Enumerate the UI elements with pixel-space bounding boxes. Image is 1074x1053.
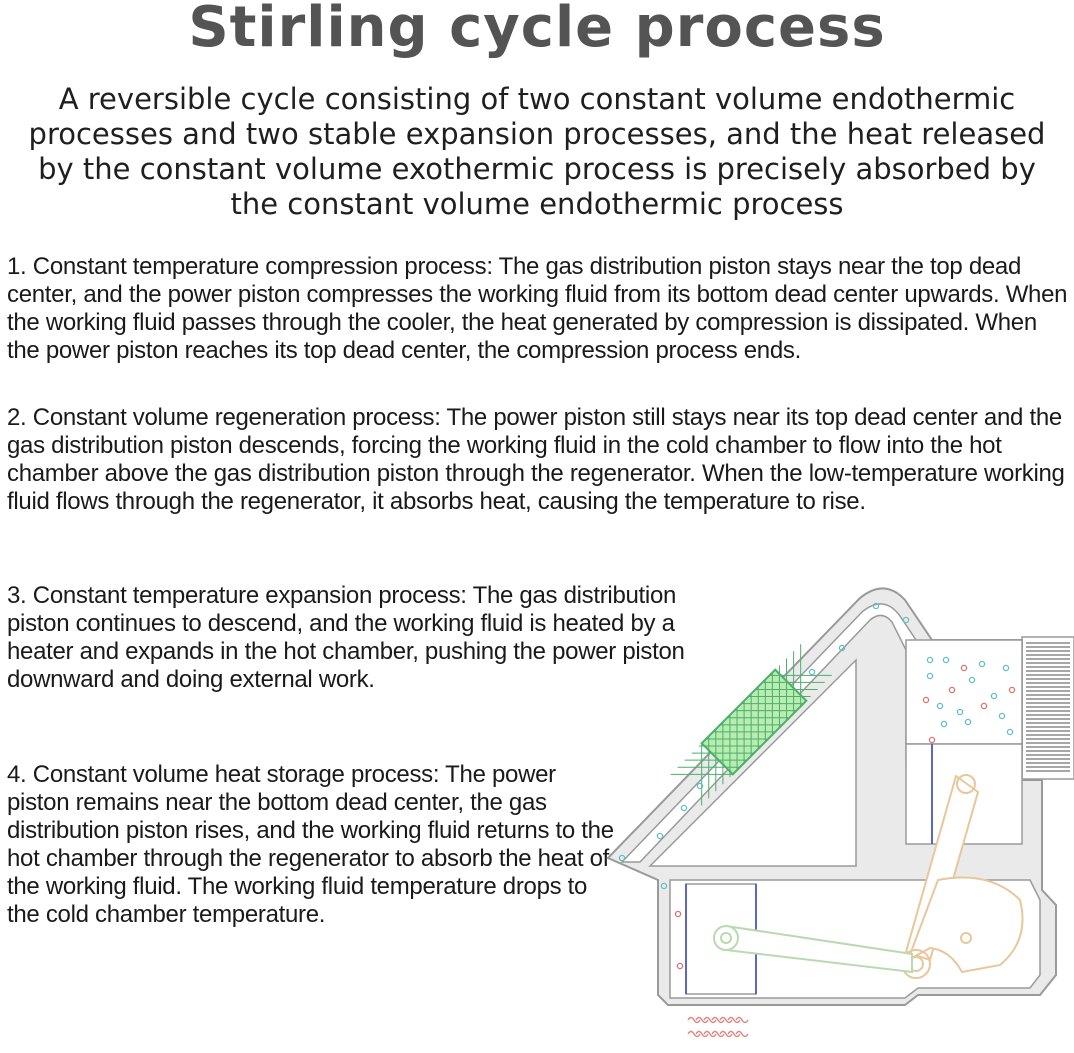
heat-source-icon (687, 1016, 749, 1038)
step-2-text: 2. Constant volume regeneration process:… (7, 404, 1065, 515)
crank-linkage (901, 774, 1024, 979)
connecting-rod (713, 924, 913, 974)
page-subtitle: A reversible cycle consisting of two con… (28, 82, 1046, 221)
working-fluid-particles (618, 602, 1016, 970)
hot-chamber (905, 639, 1023, 745)
regenerator (670, 644, 832, 806)
step-4-text: 4. Constant volume heat storage process:… (7, 761, 614, 928)
inner-cavity (648, 658, 857, 867)
stirling-engine-diagram (606, 587, 1074, 1038)
page-title: Stirling cycle process (188, 0, 886, 60)
step-3-text: 3. Constant temperature expansion proces… (7, 582, 685, 693)
step-1-text: 1. Constant temperature compression proc… (7, 253, 1068, 364)
